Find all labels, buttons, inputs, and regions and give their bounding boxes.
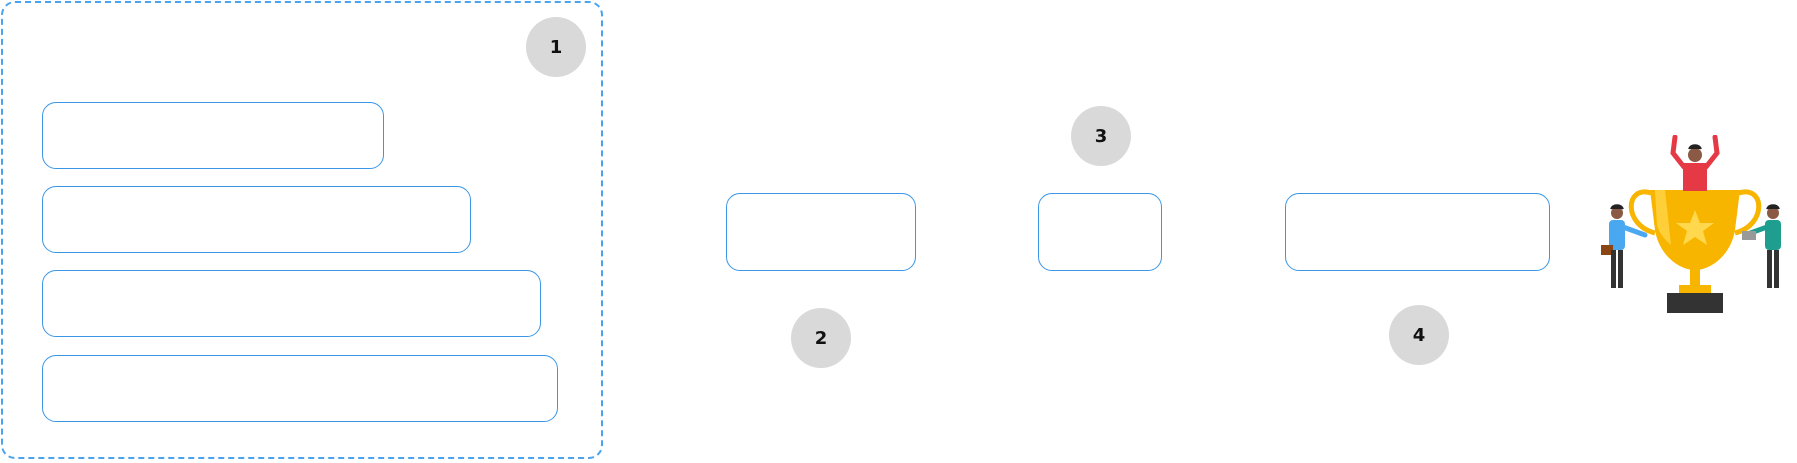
group-1-box-1	[42, 102, 384, 169]
group-1-box-4	[42, 355, 558, 422]
group-1-box-2	[42, 186, 471, 253]
step-2-box	[726, 193, 916, 271]
step-3-box	[1038, 193, 1162, 271]
step-badge-2: 2	[791, 308, 851, 368]
trophy-with-people-icon	[1595, 135, 1795, 335]
step-4-box	[1285, 193, 1550, 271]
group-1-box-3	[42, 270, 541, 337]
step-badge-1: 1	[526, 17, 586, 77]
step-badge-3: 3	[1071, 106, 1131, 166]
step-badge-4: 4	[1389, 305, 1449, 365]
